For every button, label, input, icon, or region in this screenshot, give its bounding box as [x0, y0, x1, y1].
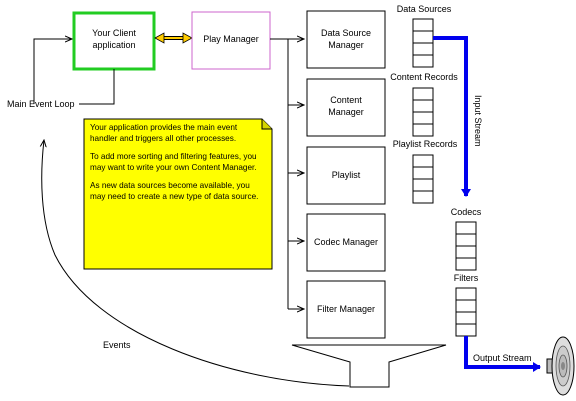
content-records-label: Content Records	[390, 72, 458, 82]
play-manager-box	[191, 11, 271, 70]
output-stream-arrow	[464, 336, 541, 372]
speaker-icon	[546, 336, 575, 396]
client-label-line2: application	[92, 40, 135, 50]
codec-manager-label: Codec Manager	[314, 237, 378, 247]
module-connectors	[270, 39, 304, 309]
main-event-loop-label: Main Event Loop	[7, 99, 75, 109]
filter-manager-label: Filter Manager	[317, 304, 375, 314]
note-background	[83, 118, 273, 270]
codec-manager-box	[306, 213, 386, 272]
note-fold	[261, 119, 272, 130]
data-source-manager-label-line1: Data Source	[321, 28, 371, 38]
play-manager-label: Play Manager	[203, 34, 259, 44]
content-manager-box	[306, 78, 386, 137]
events-curve	[42, 140, 350, 387]
client-label-line1: Your Client	[92, 28, 136, 38]
main-event-loop-line	[33, 39, 115, 105]
input-stream-arrow	[433, 36, 471, 197]
data-sources-label: Data Sources	[397, 4, 452, 14]
playlist-label: Playlist	[332, 170, 361, 180]
content-records-stack	[412, 87, 434, 137]
codecs-label: Codecs	[451, 207, 482, 217]
input-stream-label: Input Stream	[473, 95, 483, 147]
data-source-manager-label-line2: Manager	[328, 40, 364, 50]
playlist-records-label: Playlist Records	[393, 139, 458, 149]
note-paragraph-2: To add more sorting and filtering featur…	[90, 152, 257, 172]
playlist-records-stack	[412, 154, 434, 204]
filter-manager-box	[306, 280, 386, 339]
note-paragraph-3: As new data sources become available, yo…	[90, 181, 259, 201]
playlist-box	[306, 146, 386, 205]
filters-stack	[455, 287, 477, 337]
codecs-stack	[455, 221, 477, 271]
content-manager-label-line1: Content	[330, 95, 362, 105]
events-label: Events	[103, 340, 131, 350]
data-sources-stack	[412, 18, 434, 68]
sticky-note: Your application provides the main event…	[84, 119, 272, 269]
funnel-shape	[291, 344, 447, 388]
data-source-manager-box	[306, 10, 386, 69]
output-stream-label: Output Stream	[473, 353, 532, 363]
client-play-manager-link	[154, 32, 193, 44]
content-manager-label-line2: Manager	[328, 107, 364, 117]
note-paragraph-1: Your application provides the main event…	[90, 123, 238, 143]
filters-label: Filters	[454, 273, 479, 283]
